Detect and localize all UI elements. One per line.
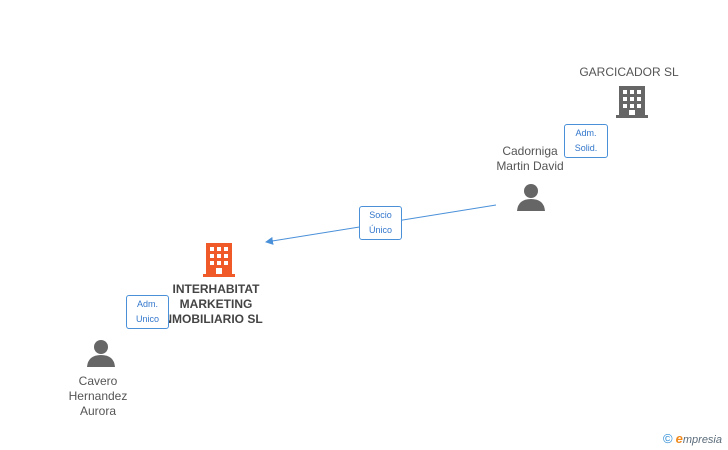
role-badge-adm-unico[interactable]: Adm. Unico <box>126 295 169 329</box>
company-name-garcicador[interactable]: GARCICADOR SL <box>579 65 679 79</box>
building-icon[interactable] <box>203 242 235 278</box>
person-name-cavero[interactable]: Cavero Hernandez Aurora <box>68 374 128 418</box>
role-badge-socio-unico[interactable]: Socio Único <box>359 206 402 240</box>
person-name-cadorniga[interactable]: Cadorniga Martin David <box>496 144 564 173</box>
copyright-icon: © <box>663 431 673 446</box>
empresia-watermark: ©empresia <box>663 431 722 446</box>
role-badge-adm-solid[interactable]: Adm. Solid. <box>564 124 608 158</box>
person-icon[interactable] <box>516 182 546 212</box>
person-icon[interactable] <box>86 338 116 368</box>
building-icon[interactable] <box>616 85 648 119</box>
company-name-interhabitat[interactable]: INTERHABITAT MARKETING INMOBILIARIO SL <box>160 282 263 326</box>
